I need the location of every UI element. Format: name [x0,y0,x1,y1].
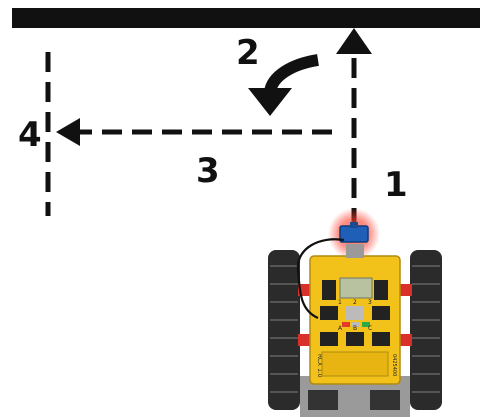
curved-turn-arrow-icon [248,54,320,116]
rcx-button [342,322,350,327]
straight-arrow-icon [336,28,372,54]
rcx-button [352,322,360,327]
red-brick [398,284,412,296]
path-segment-1 [336,28,372,228]
right-tread [410,250,442,410]
rcx-brand-label: RCX 1.0 [316,354,323,378]
step-label-2: 2 [236,33,260,73]
port-number-3: 3 [368,299,372,306]
port-letter-c: C [368,325,372,332]
robot: 1 2 3 A B C RCX 1.0 0425400 [268,208,442,417]
red-brick [298,334,312,346]
port-letter-b: B [353,325,357,332]
wall-bar [12,8,480,28]
left-tread [268,250,300,410]
left-arrow-icon [56,118,80,146]
sensor-cable [296,238,345,320]
rcx-button [362,322,370,327]
step-label-3: 3 [196,151,220,191]
port-letter-a: A [338,325,343,332]
red-brick [398,334,412,346]
path-segment-3 [56,118,332,146]
step-label-4: 4 [18,115,42,155]
light-sensor-icon [339,222,369,243]
port-number-1: 1 [338,299,342,306]
port-number-2: 2 [353,299,357,306]
rcx-part-number: 0425400 [391,354,397,376]
rcx-lcd [339,277,373,299]
step-label-1: 1 [384,165,408,205]
